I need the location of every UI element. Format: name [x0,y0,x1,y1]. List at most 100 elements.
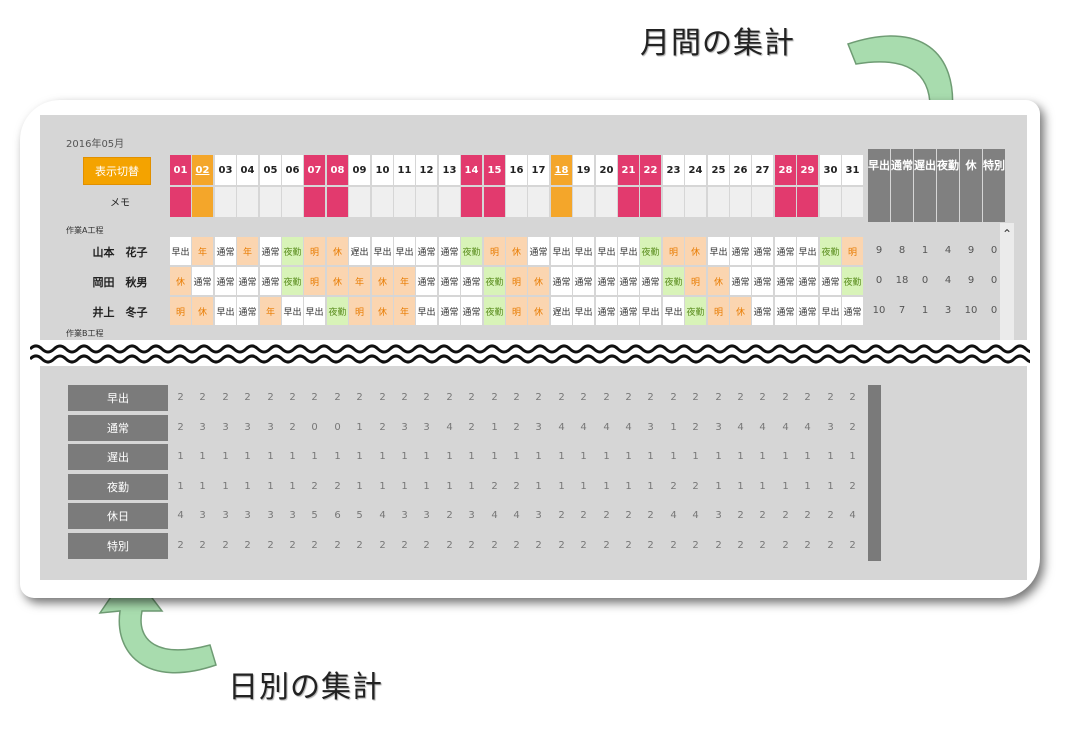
shift-cell[interactable]: 遅出 [349,237,370,265]
vertical-scrollbar[interactable]: ⌃ [1000,223,1014,353]
shift-cell[interactable]: 夜勤 [842,267,863,295]
memo-cell[interactable] [461,187,482,217]
shift-cell[interactable]: 通常 [528,237,549,265]
shift-cell[interactable]: 通常 [618,297,639,325]
shift-cell[interactable]: 早出 [820,297,841,325]
shift-cell[interactable]: 明 [170,297,191,325]
memo-cell[interactable] [484,187,505,217]
shift-cell[interactable]: 年 [394,267,415,295]
memo-cell[interactable] [170,187,191,217]
shift-cell[interactable]: 通常 [416,267,437,295]
shift-cell[interactable]: 早出 [573,237,594,265]
shift-cell[interactable]: 年 [349,267,370,295]
shift-cell[interactable]: 通常 [596,297,617,325]
shift-cell[interactable]: 休 [327,237,348,265]
shift-cell[interactable]: 通常 [237,297,258,325]
shift-cell[interactable]: 休 [685,237,706,265]
memo-cell[interactable] [663,187,684,217]
shift-cell[interactable]: 遅出 [551,297,572,325]
memo-cell[interactable] [528,187,549,217]
memo-cell[interactable] [573,187,594,217]
shift-cell[interactable]: 明 [304,267,325,295]
shift-cell[interactable]: 通常 [752,237,773,265]
shift-cell[interactable]: 早出 [663,297,684,325]
shift-cell[interactable]: 通常 [752,297,773,325]
memo-cell[interactable] [506,187,527,217]
memo-cell[interactable] [640,187,661,217]
memo-cell[interactable] [394,187,415,217]
shift-cell[interactable]: 夜勤 [640,237,661,265]
memo-cell[interactable] [192,187,213,217]
memo-cell[interactable] [842,187,863,217]
chevron-up-icon[interactable]: ⌃ [1002,227,1013,241]
memo-cell[interactable] [282,187,303,217]
shift-cell[interactable]: 夜勤 [282,237,303,265]
shift-cell[interactable]: 年 [192,237,213,265]
memo-cell[interactable] [215,187,236,217]
day-header-02[interactable]: 02 [192,155,213,185]
shift-cell[interactable]: 明 [708,297,729,325]
shift-cell[interactable]: 通常 [797,267,818,295]
memo-cell[interactable] [349,187,370,217]
memo-cell[interactable] [596,187,617,217]
shift-cell[interactable]: 早出 [551,237,572,265]
shift-cell[interactable]: 明 [484,237,505,265]
shift-cell[interactable]: 明 [506,297,527,325]
shift-cell[interactable]: 通常 [192,267,213,295]
shift-cell[interactable]: 休 [192,297,213,325]
shift-cell[interactable]: 夜勤 [685,297,706,325]
shift-cell[interactable]: 通常 [461,297,482,325]
shift-cell[interactable]: 早出 [596,237,617,265]
shift-cell[interactable]: 夜勤 [282,267,303,295]
shift-cell[interactable]: 通常 [596,267,617,295]
memo-cell[interactable] [618,187,639,217]
shift-cell[interactable]: 休 [170,267,191,295]
memo-cell[interactable] [372,187,393,217]
shift-cell[interactable]: 通常 [260,237,281,265]
memo-cell[interactable] [416,187,437,217]
shift-cell[interactable]: 年 [260,297,281,325]
memo-cell[interactable] [551,187,572,217]
shift-cell[interactable]: 夜勤 [484,267,505,295]
shift-cell[interactable]: 通常 [730,237,751,265]
shift-cell[interactable]: 夜勤 [327,297,348,325]
shift-cell[interactable]: 通常 [439,267,460,295]
shift-cell[interactable]: 早出 [708,237,729,265]
shift-cell[interactable]: 夜勤 [461,237,482,265]
shift-cell[interactable]: 早出 [215,297,236,325]
shift-cell[interactable]: 明 [842,237,863,265]
shift-cell[interactable]: 明 [304,237,325,265]
shift-cell[interactable]: 通常 [775,297,796,325]
shift-cell[interactable]: 休 [730,297,751,325]
shift-cell[interactable]: 通常 [439,237,460,265]
shift-cell[interactable]: 夜勤 [663,267,684,295]
shift-cell[interactable]: 通常 [775,267,796,295]
display-toggle-button[interactable]: 表示切替 [83,157,151,185]
shift-cell[interactable]: 通常 [797,297,818,325]
shift-cell[interactable]: 通常 [775,237,796,265]
shift-cell[interactable]: 早出 [416,297,437,325]
shift-cell[interactable]: 早出 [304,297,325,325]
shift-cell[interactable]: 早出 [170,237,191,265]
shift-cell[interactable]: 休 [327,267,348,295]
memo-cell[interactable] [237,187,258,217]
shift-cell[interactable]: 通常 [215,237,236,265]
shift-cell[interactable]: 通常 [573,267,594,295]
shift-cell[interactable]: 年 [394,297,415,325]
memo-cell[interactable] [752,187,773,217]
shift-cell[interactable]: 通常 [439,297,460,325]
shift-cell[interactable]: 通常 [260,267,281,295]
shift-cell[interactable]: 早出 [394,237,415,265]
memo-cell[interactable] [260,187,281,217]
memo-cell[interactable] [304,187,325,217]
shift-cell[interactable]: 早出 [573,297,594,325]
shift-cell[interactable]: 通常 [551,267,572,295]
shift-cell[interactable]: 明 [663,237,684,265]
shift-cell[interactable]: 休 [372,297,393,325]
shift-cell[interactable]: 明 [506,267,527,295]
daily-table-scrollbar[interactable] [868,385,881,561]
shift-cell[interactable]: 早出 [618,237,639,265]
memo-cell[interactable] [439,187,460,217]
shift-cell[interactable]: 早出 [372,237,393,265]
shift-cell[interactable]: 明 [349,297,370,325]
